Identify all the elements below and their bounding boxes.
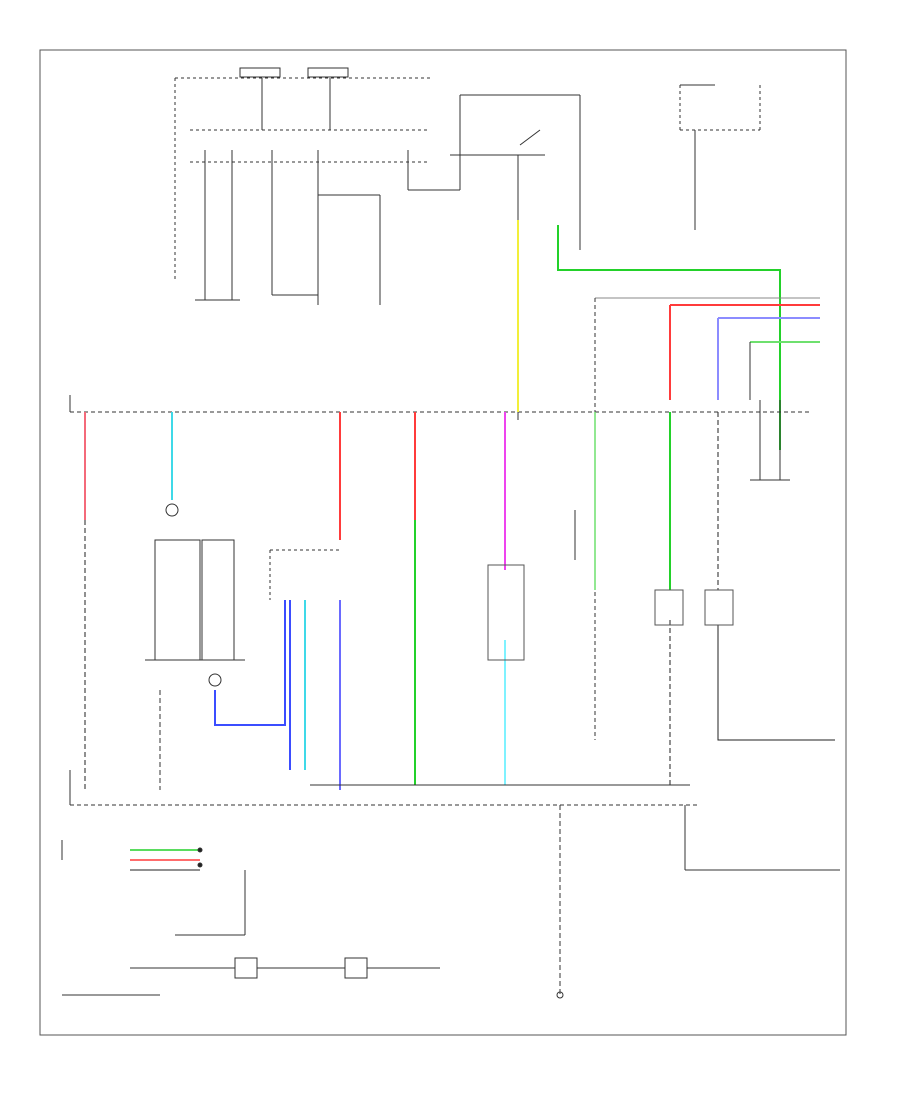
wire-green-top [557, 225, 781, 450]
center-modules [269, 510, 734, 661]
right-switch [750, 400, 790, 481]
drop-wires [84, 220, 835, 790]
bottom-right-ground [556, 805, 840, 999]
top-right-relay [679, 84, 761, 230]
diagram-border [39, 49, 847, 1036]
switch-panel [145, 503, 245, 790]
right-feed-wires [594, 297, 820, 740]
bottom-left-connector [61, 840, 440, 996]
top-fuse-block [174, 67, 581, 420]
